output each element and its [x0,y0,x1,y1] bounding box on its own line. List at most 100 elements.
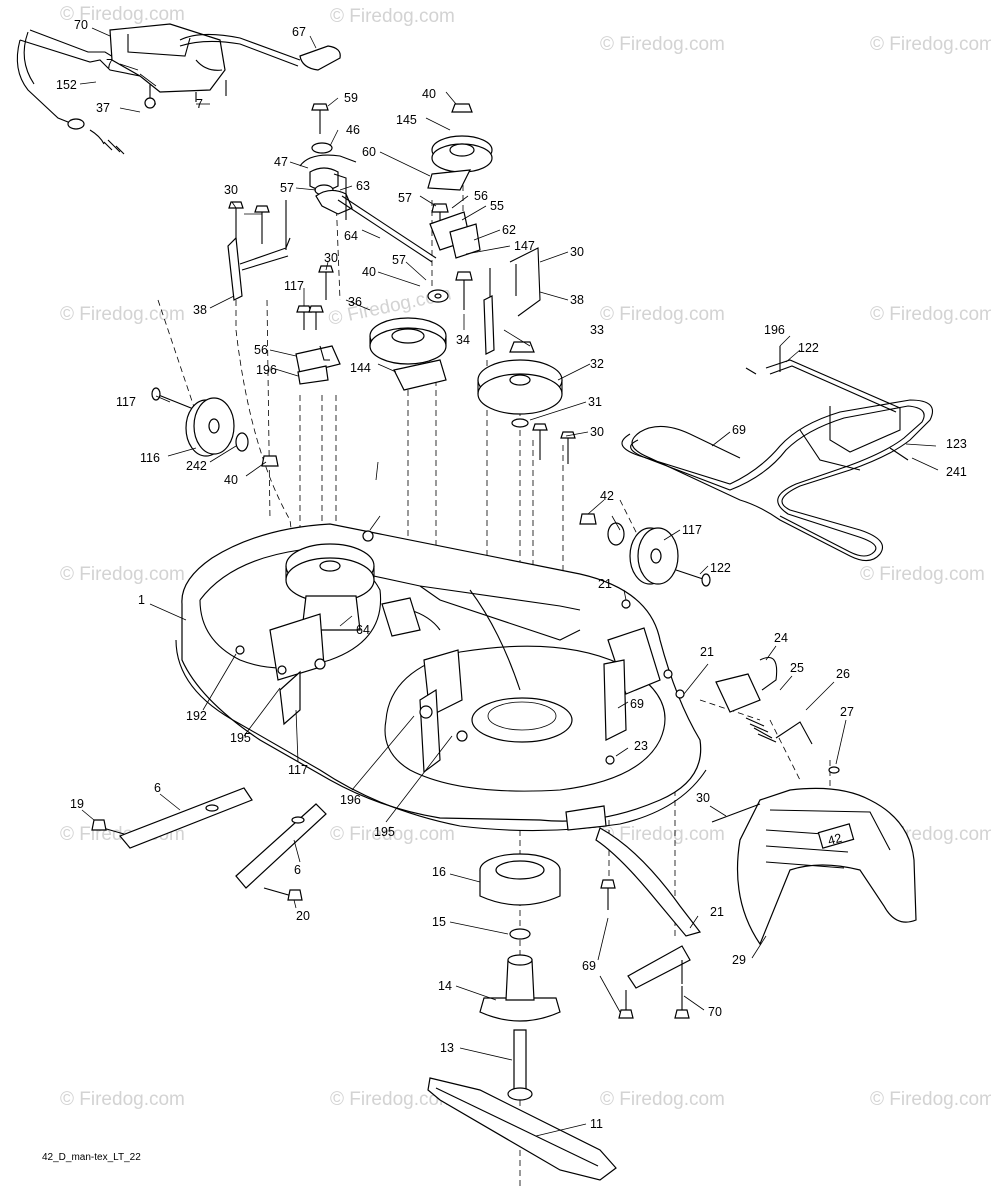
deck-hangers [91,787,327,901]
callout-24: 25 [790,661,804,675]
watermark-text: © Firedog.com [60,4,185,25]
watermark-text: © Firedog.com [60,304,185,325]
callout-113: 117 [284,279,304,293]
watermark-text: © Firedog.com [330,1089,455,1110]
callout-34: 34 [456,333,470,347]
watermark-text: © Firedog.com [600,304,725,325]
callout-21b: 21 [700,645,714,659]
callout-30d: 30 [590,425,604,439]
callout-6b: 6 [294,863,301,877]
idler-pulley-36 [369,317,447,391]
callout-20: 21 [710,905,724,919]
watermark-text: © Firedog.com [600,1089,725,1110]
callout-15: 15 [432,915,446,929]
left-gauge-wheel [151,387,279,467]
callout-117: 116 [140,451,160,465]
callout-69: 69 [630,697,644,711]
side-arm-20 [595,827,702,1019]
callout-152: 152 [56,78,77,92]
blade-spindle [427,853,617,1181]
watermark-text: © Firedog.com [600,34,725,55]
callout-144: 144 [350,361,371,375]
left-brackets [227,200,341,385]
callout-116: 117 [116,395,136,409]
callout-122: 122 [798,341,819,355]
callout-145: 145 [396,113,417,127]
callout-147: 147 [514,239,535,253]
callout-38: 38 [193,303,207,317]
leader-lines [79,27,939,1137]
mower-deck [175,523,707,832]
callout-188b: 195 [374,825,395,839]
callout-189: 195 [230,731,251,745]
callout-7b: 7 [196,97,203,111]
callout-6: 6 [154,781,161,795]
callout-59: 60 [362,145,376,159]
callout-labels: 70 7 152 37 7 67 59 46 47 57 63 64 30 38… [56,18,967,1131]
callout-69c: 70 [708,1005,722,1019]
callout-116b: 122 [710,561,731,575]
callout-64: 64 [344,229,358,243]
callout-57b: 57 [398,191,412,205]
discharge-chute: 42 [711,656,917,946]
callout-70: 70 [74,18,88,32]
callout-46: 55 [490,199,504,213]
callout-30c: 30 [570,245,584,259]
callout-192: 196 [256,363,277,377]
callout-16: 16 [432,865,446,879]
callout-188: 192 [186,709,207,723]
watermark-text: © Firedog.com [60,564,185,585]
callout-27: 29 [732,953,746,967]
callout-195: 196 [764,323,785,337]
deck-badge: 42 [826,831,843,848]
callout-36: 36 [348,295,362,309]
callout-117b: 117 [682,523,702,537]
watermark-text: © Firedog.com [870,304,991,325]
right-gauge-wheel [579,513,711,587]
callout-40b: 40 [362,265,376,279]
callout-195b: 241 [946,465,967,479]
callout-69b: 69 [582,959,596,973]
watermark-text: © Firedog.com [600,824,725,845]
callout-189b: 196 [340,793,361,807]
callout-21: 21 [598,577,612,591]
callout-33: 33 [590,323,604,337]
callout-40: 40 [422,87,436,101]
lift-bracket-assembly [16,23,341,155]
callout-23: 24 [774,631,788,645]
callout-62: 64 [356,623,370,637]
callout-21c: 23 [634,739,648,753]
callout-56: 57 [280,181,294,195]
callout-13: 13 [440,1041,454,1055]
main-pulley-32 [477,247,576,464]
callout-26: 27 [840,705,854,719]
callout-67: 67 [292,25,306,39]
callout-60: 63 [356,179,370,193]
callout-63: 62 [502,223,516,237]
watermark-text: © Firedog.com [60,1089,185,1110]
callout-7: 7 [106,57,113,71]
drive-belt-68 [621,346,934,562]
idler-arm-assembly [299,103,493,310]
watermark-text: © Firedog.com [330,824,455,845]
watermark-text: © Firedog.com [870,34,991,55]
callout-25: 26 [836,667,850,681]
callout-32: 32 [590,357,604,371]
callout-19b: 20 [296,909,310,923]
callout-42: 46 [346,123,360,137]
callout-30b: 30 [324,251,338,265]
callout-11: 11 [590,1117,603,1131]
watermark-text: © Firedog.com [860,564,985,585]
callout-123: 123 [946,437,967,451]
callout-196: 242 [186,459,207,473]
callout-1: 1 [138,593,145,607]
drawing-code: 42_D_man-tex_LT_22 [42,1152,141,1163]
callout-14: 14 [438,979,452,993]
callout-31: 31 [588,395,602,409]
watermark-text: © Firedog.com [870,1089,991,1110]
callout-40d: 42 [600,489,614,503]
callout-55: 56 [474,189,488,203]
callout-29: 30 [696,791,710,805]
callout-56b: 57 [392,253,406,267]
